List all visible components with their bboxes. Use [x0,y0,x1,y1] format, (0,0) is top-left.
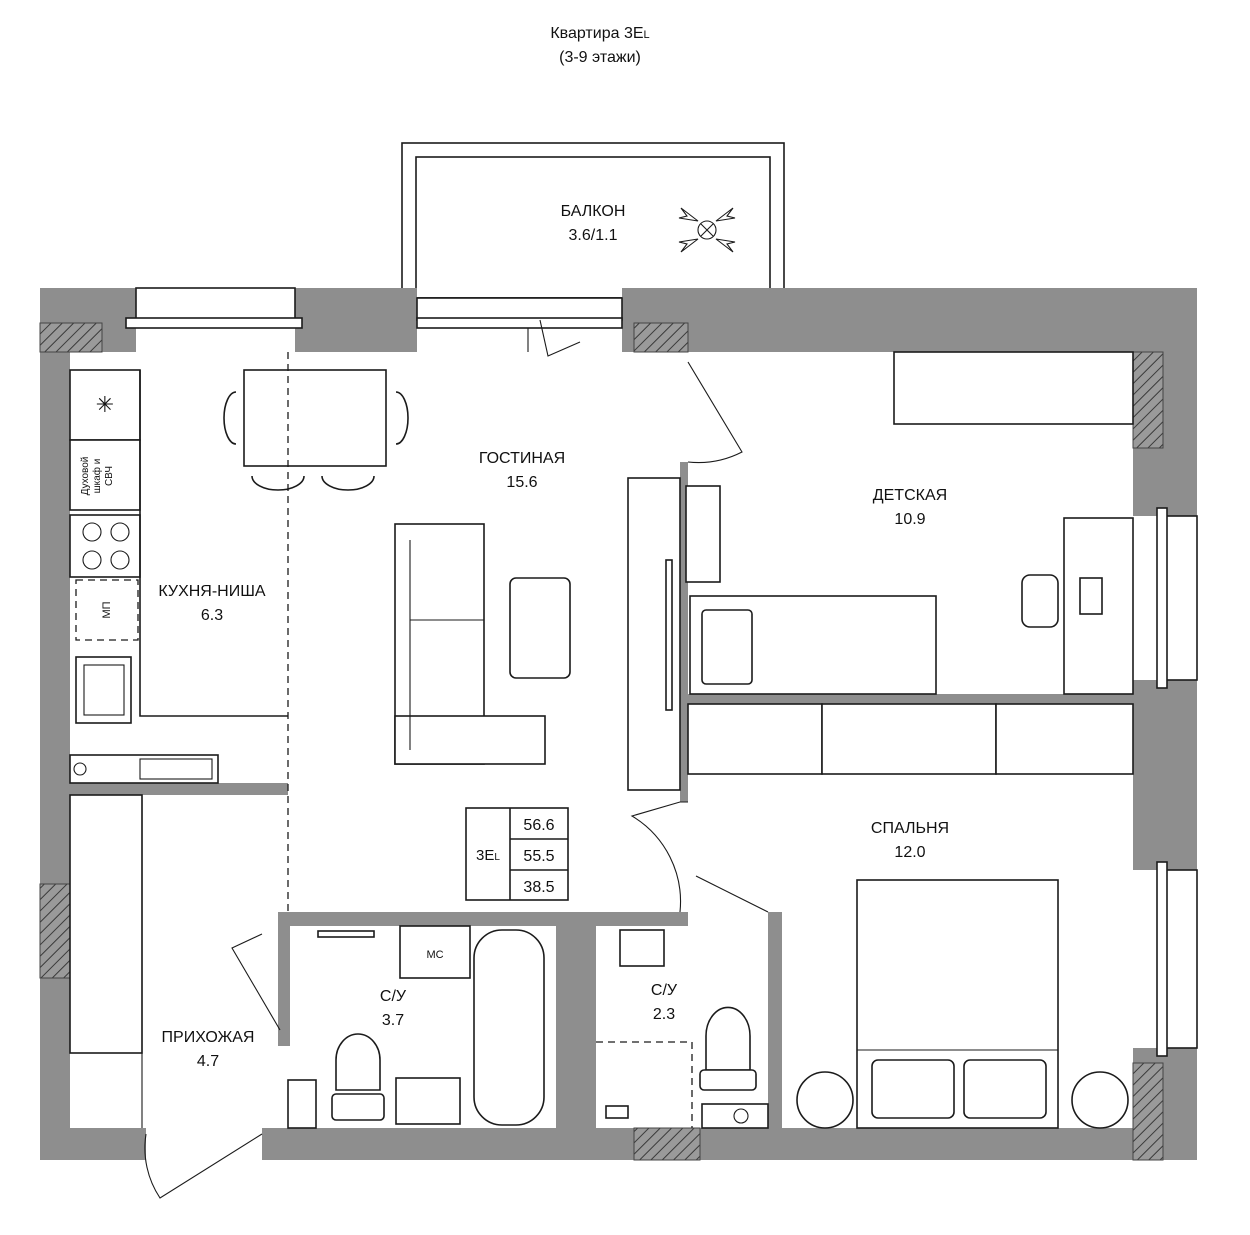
snowflake-icon: ✳ [96,392,114,417]
oven-cabinet [69,439,141,511]
bathroom-2: С/У 2.3 [596,929,769,1129]
room-name-bath1: С/У [380,988,407,1005]
shower-area [596,1041,693,1128]
bathtub [473,929,545,1126]
sink-1 [395,1077,461,1125]
door-living-bed [630,801,688,913]
room-name-balcony: БАЛКОН [561,203,626,220]
living-area: ГОСТИНАЯ 15.6 [394,450,681,791]
walls [39,288,1197,1161]
room-area-bedroom: 12.0 [894,844,925,861]
door-kids [687,361,743,464]
laptop [1079,577,1103,615]
balcony-door [527,319,581,357]
bedroom: СПАЛЬНЯ 12.0 [630,703,1134,1129]
room-name-hall: ПРИХОЖАЯ [162,1029,255,1046]
dining-table [223,369,409,491]
wardrobe-kids [893,351,1134,425]
area-table: 3EL 56.6 55.5 38.5 [465,807,569,901]
washer-label: МС [426,949,443,961]
room-name-kids: ДЕТСКАЯ [873,487,947,504]
balcony [401,142,785,299]
room-area-balcony: 3.6/1.1 [569,227,618,244]
utility-strip [69,754,219,784]
door-bathroom-1 [231,933,281,1031]
kids-room: ДЕТСКАЯ 10.9 [685,351,1134,695]
area-table-type: 3EL [476,847,500,864]
oven-label-2: шкаф и [91,459,103,494]
windows [125,287,1198,1057]
valves-1 [287,1079,317,1129]
oven-label-3: СВЧ [104,466,115,486]
room-name-bedroom: СПАЛЬНЯ [871,820,949,837]
room-area-kids: 10.9 [894,511,925,528]
room-name-kitchen: КУХНЯ-НИША [158,583,265,600]
hall-wardrobe [69,794,143,1054]
room-area-bath1: 3.7 [382,1012,404,1029]
area-reduced: 55.5 [523,848,554,865]
room-area-living: 15.6 [506,474,537,491]
area-living: 38.5 [523,879,554,896]
dishwasher-label: МП [101,601,113,618]
nightstand-right [1071,1071,1129,1129]
area-total: 56.6 [523,817,554,834]
door-bedroom [695,875,769,913]
room-area-hall: 4.7 [197,1053,219,1070]
room-name-living: ГОСТИНАЯ [479,450,565,467]
toilet-2 [705,1006,751,1071]
chair [1021,574,1059,628]
bathroom-1: МС С/У 3.7 [287,925,545,1129]
wardrobe-bed-right [995,703,1134,775]
wardrobe-bed-left [687,703,823,775]
radiator [685,485,721,583]
bedroom-shelf [821,703,997,775]
plant-icon [678,207,736,253]
kitchen-area: ✳ Духовой шкаф и СВЧ МП КУХНЯ-НИША 6.3 [69,369,288,724]
plan-title: Квартира 3EL [550,25,649,42]
sink-2 [619,929,665,967]
cooktop [69,514,141,578]
entrance-door [144,1133,263,1199]
coffee-table [509,577,571,679]
dishwasher [75,579,139,641]
room-area-bath2: 2.3 [653,1006,675,1023]
room-name-bath2: С/У [651,982,678,999]
plan-floors: (3-9 этажи) [559,49,641,66]
oven-label-1: Духовой [80,457,91,496]
hallway: ПРИХОЖАЯ 4.7 [69,794,281,1199]
kitchen-sink [75,656,132,724]
washing-machine [399,925,471,979]
room-area-kitchen: 6.3 [201,607,223,624]
nightstand-left [796,1071,854,1129]
toilet-1 [335,1033,381,1091]
meter-icon [73,762,87,776]
